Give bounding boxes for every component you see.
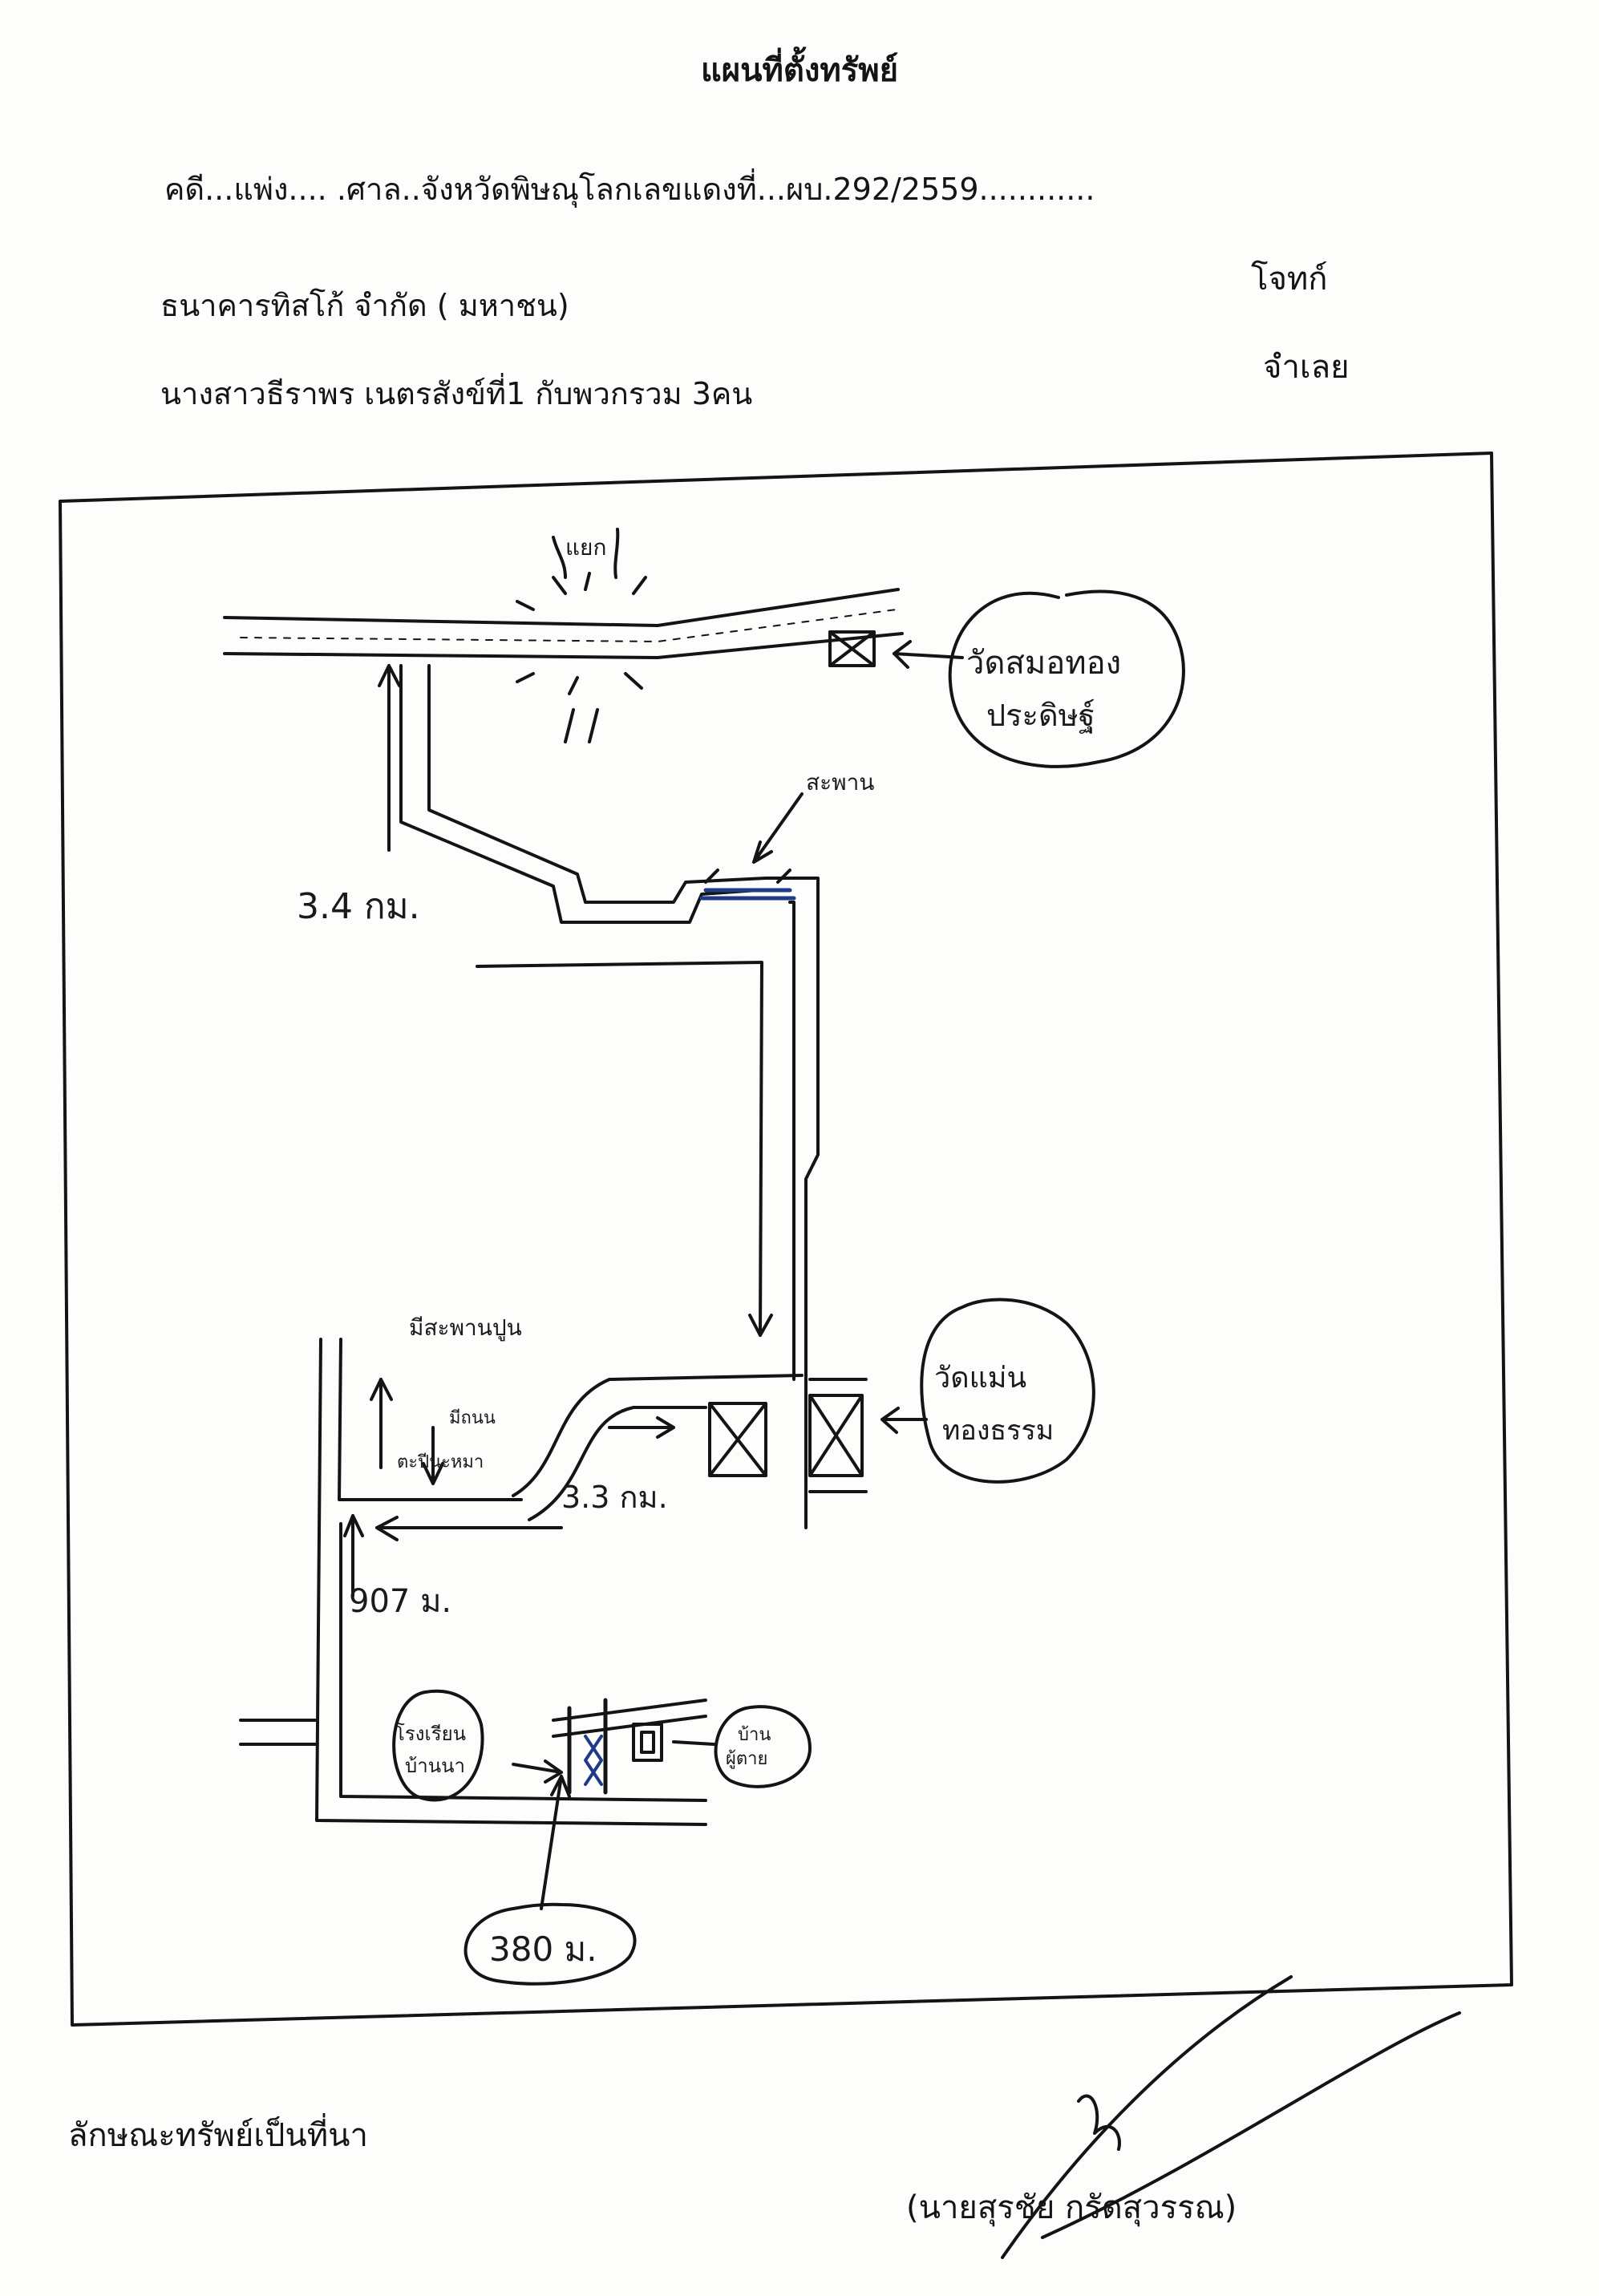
- road-vertical-2: [764, 877, 820, 1529]
- plaintiff-role-label: โจทก์: [1251, 261, 1328, 298]
- road-vertical-1: [399, 664, 759, 924]
- label-bottom-left: โรงเรียน: [395, 1723, 466, 1745]
- label-distance-3: 907 ม.: [349, 1583, 451, 1620]
- map-frame: [59, 452, 1513, 2027]
- temple-box-mid: [708, 1402, 767, 1477]
- label-side-road-3: ตะปีนะหมา: [397, 1452, 484, 1472]
- label-distance-4: 380 ม.: [489, 1930, 597, 1969]
- road-left-outer: [315, 1338, 707, 1826]
- label-bottom-right: บ้าน: [738, 1725, 771, 1745]
- temple-box-top: [828, 630, 876, 667]
- label-bottom-left-2: บ้านนา: [405, 1755, 465, 1777]
- label-distance-1: 3.4 กม.: [297, 886, 420, 927]
- label-bridge: สะพาน: [806, 769, 874, 796]
- defendant-name: นางสาวธีราพร เนตรสังข์ที่1 กับพวกรวม 3คน: [160, 376, 753, 411]
- junction-sparks: [516, 572, 647, 695]
- label-temple-top: วัดสมอทอง: [966, 645, 1121, 682]
- label-temple-mid-2: ทองธรรม: [942, 1415, 1054, 1447]
- defendant-role-label: จำเลย: [1263, 349, 1350, 386]
- case-number-line: คดี...แพ่ง.... .ศาล..จังหวัดพิษณุโลกเลขแ…: [164, 172, 1095, 207]
- label-distance-2: 3.3 กม.: [561, 1480, 668, 1515]
- plaintiff-name: ธนาคารทิสโก้ จำกัด ( มหาชน): [160, 288, 569, 323]
- property-description: ลักษณะทรัพย์เป็นที่นา: [68, 2117, 368, 2154]
- plot-marker: [584, 1735, 603, 1786]
- label-side-road-2: มีถนน: [449, 1408, 496, 1428]
- distance-circle: [464, 1902, 637, 1986]
- school-circle: [392, 1689, 484, 1802]
- temple-circle-mid: [920, 1298, 1095, 1484]
- road-curve-mid: [512, 1374, 804, 1497]
- label-bottom-right-2: ผู้ตาย: [726, 1749, 767, 1769]
- signature: [1001, 1975, 1461, 2259]
- label-temple-top-2: ประดิษฐ์: [986, 698, 1095, 734]
- label-temple-mid: วัดแม่น: [934, 1362, 1026, 1395]
- bridge-marker: [699, 888, 796, 901]
- house-circle: [714, 1705, 812, 1788]
- signer-name: (นายสุรชัย กรัดสุวรรณ): [906, 2189, 1237, 2226]
- house-box: [632, 1723, 663, 1762]
- label-top-junction: แยก: [565, 534, 606, 561]
- temple-circle-top: [948, 589, 1185, 768]
- label-side-road: มีสะพานปูน: [409, 1314, 522, 1342]
- page-title: แผนที่ตั้งทรัพย์: [700, 52, 899, 89]
- main-road-top: [223, 588, 900, 627]
